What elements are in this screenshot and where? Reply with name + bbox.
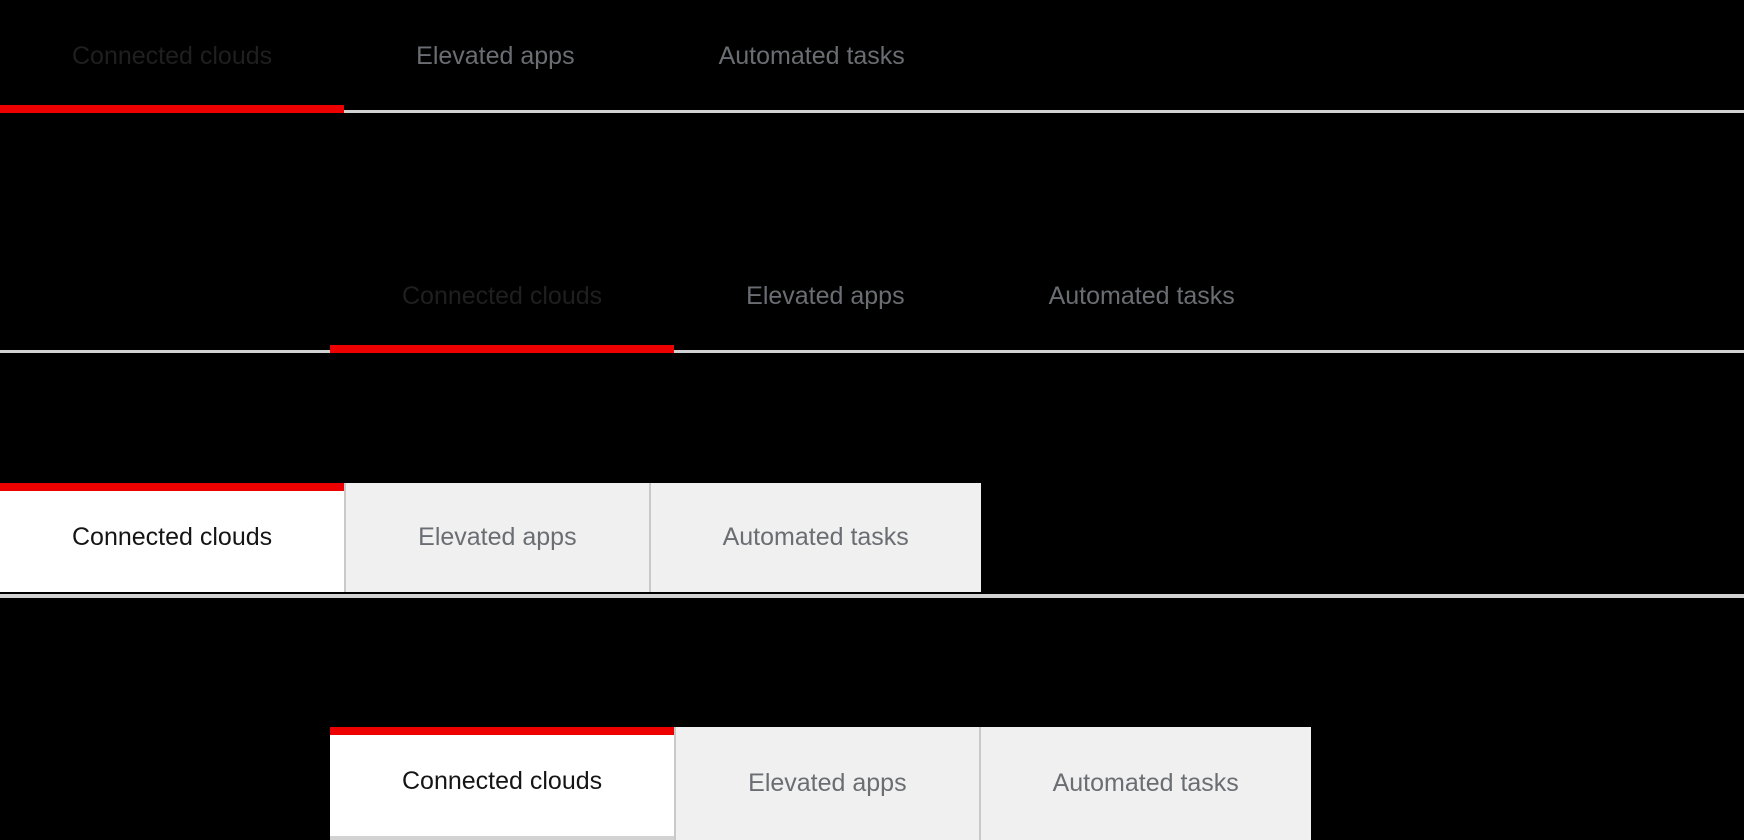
tab-label: Connected clouds: [72, 42, 273, 70]
tabs-bottom-rule: [0, 110, 1744, 113]
tab-connected-clouds[interactable]: Connected clouds: [0, 483, 345, 592]
tab-list: Connected clouds Elevated apps Automated…: [330, 727, 1311, 840]
tab-group-underline-flush: Connected clouds Elevated apps Automated…: [0, 0, 1744, 113]
active-tab-indicator: [330, 727, 675, 735]
tab-group-underline-inset: Connected clouds Elevated apps Automated…: [0, 240, 1744, 353]
tab-elevated-apps[interactable]: Elevated apps: [344, 0, 646, 113]
tab-group-box-flush: Connected clouds Elevated apps Automated…: [0, 483, 1744, 598]
tab-automated-tasks[interactable]: Automated tasks: [648, 483, 981, 592]
tab-label: Elevated apps: [418, 523, 577, 551]
tab-elevated-apps[interactable]: Elevated apps: [674, 240, 976, 353]
tab-automated-tasks[interactable]: Automated tasks: [978, 727, 1311, 840]
tab-label: Automated tasks: [1052, 769, 1239, 797]
tab-label: Automated tasks: [1048, 282, 1235, 310]
tab-list: Connected clouds Elevated apps Automated…: [0, 483, 981, 592]
tab-group-box-inset: Connected clouds Elevated apps Automated…: [0, 727, 1744, 840]
tab-automated-tasks[interactable]: Automated tasks: [977, 240, 1307, 353]
tab-elevated-apps[interactable]: Elevated apps: [344, 483, 649, 592]
tab-label: Elevated apps: [748, 769, 907, 797]
tab-label: Automated tasks: [722, 523, 909, 551]
tab-connected-clouds[interactable]: Connected clouds: [330, 240, 675, 353]
tab-connected-clouds[interactable]: Connected clouds: [330, 727, 675, 840]
active-tab-indicator: [0, 483, 345, 491]
tab-label: Elevated apps: [416, 42, 575, 70]
tab-label: Connected clouds: [402, 767, 603, 795]
tab-label: Elevated apps: [746, 282, 905, 310]
tab-connected-clouds[interactable]: Connected clouds: [0, 0, 345, 113]
tab-list: Connected clouds Elevated apps Automated…: [330, 240, 1307, 353]
active-tab-indicator: [330, 345, 675, 353]
tab-elevated-apps[interactable]: Elevated apps: [674, 727, 979, 840]
tabs-bottom-rule: [0, 350, 1744, 353]
tab-label: Connected clouds: [402, 282, 603, 310]
tab-list: Connected clouds Elevated apps Automated…: [0, 0, 977, 113]
active-tab-indicator: [0, 105, 345, 113]
tab-automated-tasks[interactable]: Automated tasks: [647, 0, 977, 113]
tabs-bottom-rule: [0, 594, 1744, 598]
tab-label: Connected clouds: [72, 523, 273, 551]
tab-label: Automated tasks: [718, 42, 905, 70]
